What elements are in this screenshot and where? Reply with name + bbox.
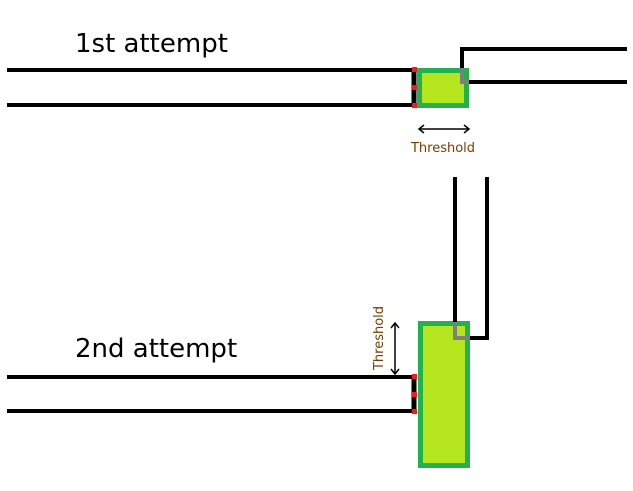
joint-marker [412,392,417,397]
threshold-arrow-vertical [390,321,400,376]
threshold-arrow-horizontal [417,124,471,134]
connector-box [418,321,470,468]
threshold-label: Threshold [372,306,387,371]
joint-marker [412,374,417,379]
joint-marker [412,103,417,108]
overlap-segment [460,68,469,84]
target-pipe-top [460,47,627,69]
connector-box [417,68,469,108]
attempt-1: 1st attempt Threshold [7,29,627,156]
attempt-2-title: 2nd attempt [75,334,237,364]
joint-marker [412,85,417,90]
overlap-segment [453,322,469,340]
attempt-1-title: 1st attempt [75,29,228,59]
joint-marker [412,67,417,72]
joint-marker [412,409,417,414]
attempt-2: 2nd attempt Threshold [7,177,489,468]
threshold-label: Threshold [410,141,475,156]
target-pipe-right [466,177,489,340]
